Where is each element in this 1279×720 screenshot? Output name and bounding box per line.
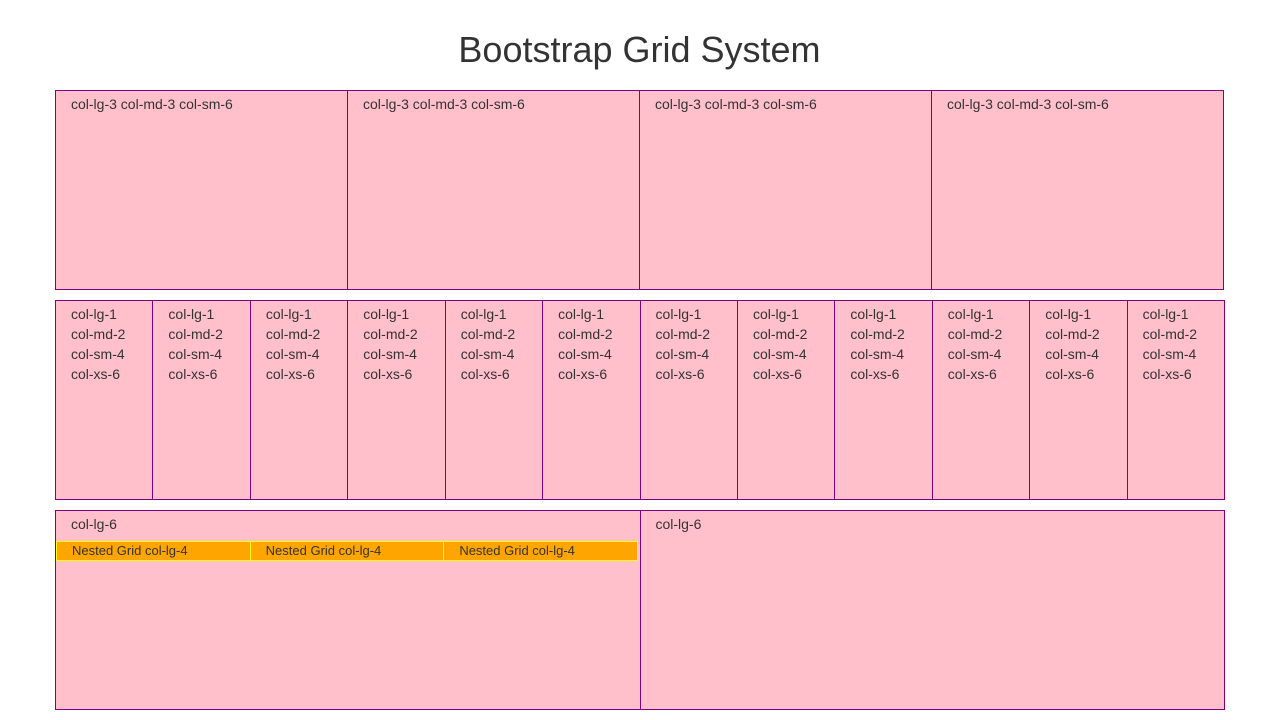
column-class-sm: col-sm-4 <box>947 346 1002 362</box>
column-class-lg: col-lg-1 <box>168 306 215 322</box>
column-class-sm: col-sm-4 <box>363 346 417 362</box>
column-class-sm: col-sm-4 <box>655 346 710 362</box>
grid-column: col-lg-1 col-md-2 col-sm-4 col-xs-6 <box>55 300 154 500</box>
grid-column: col-lg-3 col-md-3 col-sm-6 <box>639 90 932 290</box>
grid-column: col-lg-1 col-md-2 col-sm-4 col-xs-6 <box>249 300 349 500</box>
column-class-xs: col-xs-6 <box>850 366 900 382</box>
column-label: col-lg-6 <box>71 516 117 532</box>
grid-column: col-lg-3 col-md-3 col-sm-6 <box>931 90 1224 290</box>
nested-grid-column: Nested Grid col-lg-4 <box>56 541 251 561</box>
grid-column: col-lg-1 col-md-2 col-sm-4 col-xs-6 <box>639 300 738 500</box>
column-class-sm: col-sm-4 <box>71 346 125 362</box>
grid-column: col-lg-6 Nested Grid col-lg-4 Nested Gri… <box>55 510 641 710</box>
column-class-lg: col-lg-1 <box>558 306 605 322</box>
column-class-xs: col-xs-6 <box>363 366 413 382</box>
nested-grid-row: Nested Grid col-lg-4 Nested Grid col-lg-… <box>56 541 640 561</box>
column-class-lg: col-lg-1 <box>460 306 507 322</box>
column-class-md: col-md-2 <box>1142 326 1198 342</box>
column-class-sm: col-sm-4 <box>1045 346 1099 362</box>
nested-grid-column: Nested Grid col-lg-4 <box>443 541 638 561</box>
column-class-lg: col-lg-1 <box>850 306 897 322</box>
column-class-md: col-md-2 <box>363 326 418 342</box>
column-class-md: col-md-2 <box>1045 326 1100 342</box>
grid-row-1: col-lg-3 col-md-3 col-sm-6 col-lg-3 col-… <box>55 90 1225 290</box>
column-class-xs: col-xs-6 <box>752 366 802 382</box>
column-class-md: col-md-2 <box>558 326 613 342</box>
column-class-lg: col-lg-1 <box>1142 306 1189 322</box>
column-class-xs: col-xs-6 <box>1045 366 1095 382</box>
column-class-sm: col-sm-4 <box>558 346 612 362</box>
column-class-md: col-md-2 <box>265 326 321 342</box>
column-class-xs: col-xs-6 <box>460 366 510 382</box>
grid-column: col-lg-1 col-md-2 col-sm-4 col-xs-6 <box>347 300 446 500</box>
column-class-lg: col-lg-1 <box>947 306 994 322</box>
column-class-sm: col-sm-4 <box>460 346 515 362</box>
grid-row-3: col-lg-6 Nested Grid col-lg-4 Nested Gri… <box>55 510 1225 710</box>
column-class-sm: col-sm-4 <box>1142 346 1197 362</box>
column-class-md: col-md-2 <box>460 326 516 342</box>
column-class-md: col-md-2 <box>850 326 905 342</box>
grid-column: col-lg-6 <box>639 510 1225 710</box>
column-class-sm: col-sm-4 <box>752 346 807 362</box>
grid-column: col-lg-3 col-md-3 col-sm-6 <box>55 90 348 290</box>
column-class-md: col-md-2 <box>655 326 710 342</box>
column-class-sm: col-sm-4 <box>850 346 905 362</box>
column-class-md: col-md-2 <box>71 326 126 342</box>
column-class-lg: col-lg-1 <box>1045 306 1092 322</box>
column-class-lg: col-lg-1 <box>71 306 117 322</box>
grid-column: col-lg-1 col-md-2 col-sm-4 col-xs-6 <box>444 300 544 500</box>
column-class-sm: col-sm-4 <box>265 346 320 362</box>
column-class-xs: col-xs-6 <box>168 366 218 382</box>
grid-column: col-lg-1 col-md-2 col-sm-4 col-xs-6 <box>542 300 641 500</box>
column-class-xs: col-xs-6 <box>71 366 121 382</box>
column-class-xs: col-xs-6 <box>558 366 608 382</box>
column-class-md: col-md-2 <box>947 326 1003 342</box>
column-class-xs: col-xs-6 <box>947 366 997 382</box>
nested-grid-column: Nested Grid col-lg-4 <box>249 541 445 561</box>
page-title: Bootstrap Grid System <box>458 29 821 70</box>
grid-column: col-lg-1 col-md-2 col-sm-4 col-xs-6 <box>931 300 1031 500</box>
column-class-md: col-md-2 <box>168 326 223 342</box>
grid-column: col-lg-1 col-md-2 col-sm-4 col-xs-6 <box>152 300 251 500</box>
grid-column: col-lg-1 col-md-2 col-sm-4 col-xs-6 <box>834 300 933 500</box>
column-class-lg: col-lg-1 <box>655 306 702 322</box>
grid-column: col-lg-1 col-md-2 col-sm-4 col-xs-6 <box>736 300 836 500</box>
grid-column: col-lg-1 col-md-2 col-sm-4 col-xs-6 <box>1126 300 1226 500</box>
column-class-xs: col-xs-6 <box>1142 366 1192 382</box>
grid-column: col-lg-3 col-md-3 col-sm-6 <box>347 90 640 290</box>
grid-column: col-lg-1 col-md-2 col-sm-4 col-xs-6 <box>1029 300 1128 500</box>
column-class-md: col-md-2 <box>752 326 808 342</box>
column-class-xs: col-xs-6 <box>655 366 705 382</box>
column-class-lg: col-lg-1 <box>265 306 312 322</box>
column-class-xs: col-xs-6 <box>265 366 315 382</box>
column-label: col-lg-6 <box>655 516 702 532</box>
column-class-lg: col-lg-1 <box>752 306 799 322</box>
column-class-sm: col-sm-4 <box>168 346 223 362</box>
column-class-lg: col-lg-1 <box>363 306 410 322</box>
grid-row-2: col-lg-1 col-md-2 col-sm-4 col-xs-6 col-… <box>55 300 1226 500</box>
